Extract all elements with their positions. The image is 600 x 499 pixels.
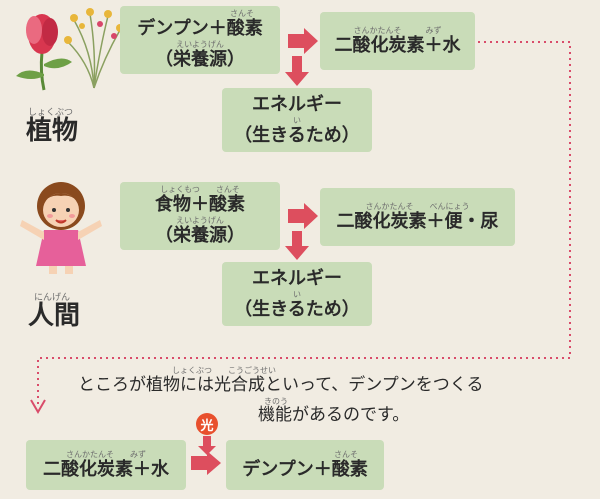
human-label: 人間 — [28, 301, 81, 331]
dotted-connector-head-icon — [30, 399, 46, 414]
plant-output-line: 二酸化炭素＋水 — [334, 34, 461, 56]
human-output-line: 二酸化炭素＋便・尿 — [336, 210, 499, 232]
human-down-arrow-icon — [285, 231, 309, 260]
plant-right-arrow-icon — [288, 28, 318, 54]
human-label-ruby: にんげん — [34, 293, 71, 303]
plant-input-line2: （栄養源） — [155, 49, 245, 70]
plant-energy-line1: エネルギー — [252, 93, 342, 115]
note-ruby2: きのう — [264, 397, 288, 406]
human-input-ruby2: えいようげん — [176, 216, 224, 225]
note-ruby1: しょくぶつ こうごうせい — [172, 366, 276, 375]
human-input-box: しょくもつ さんそ 食物＋酸素 えいようげん （栄養源） — [120, 182, 280, 250]
note-line1: ところが植物には光合成といって、デンプンをつくる — [78, 375, 484, 395]
photosynthesis-input-box: さんかたんそ みず 二酸化炭素＋水 — [26, 440, 186, 490]
note-line2: 機能があるのです。 — [258, 405, 410, 425]
plant-input-line1: デンプン＋酸素 — [137, 18, 263, 39]
plant-output-box: さんかたんそ みず 二酸化炭素＋水 — [320, 12, 475, 70]
photosynthesis-input-ruby: さんかたんそ みず — [66, 449, 146, 459]
plant-energy-line2: （生きるため） — [234, 124, 360, 146]
human-output-box: さんかたんそ べんにょう 二酸化炭素＋便・尿 — [320, 188, 515, 246]
human-energy-ruby: い — [293, 289, 301, 299]
plant-output-ruby: さんかたんそ みず — [353, 25, 442, 35]
photosynthesis-right-arrow-icon — [191, 451, 221, 475]
photosynthesis-output-line: デンプン＋酸素 — [242, 458, 368, 480]
human-energy-line2: （生きるため） — [234, 298, 360, 320]
plant-label: 植物 — [26, 116, 79, 146]
human-input-ruby1: しょくもつ さんそ — [160, 185, 240, 194]
dotted-connector — [37, 41, 571, 406]
plant-input-ruby1: さんそ — [230, 9, 254, 18]
plant-energy-ruby: い — [293, 115, 301, 125]
light-down-arrow-icon — [198, 436, 216, 455]
photosynthesis-output-ruby: さんそ — [334, 449, 358, 459]
plant-input-ruby2: えいようげん — [176, 40, 224, 49]
human-input-line1: 食物＋酸素 — [155, 194, 245, 215]
girl-icon — [20, 182, 102, 274]
human-output-ruby: さんかたんそ べんにょう — [365, 201, 470, 211]
human-right-arrow-icon — [288, 203, 318, 229]
photosynthesis-output-box: さんそ デンプン＋酸素 — [226, 440, 384, 490]
photosynthesis-input-line: 二酸化炭素＋水 — [43, 458, 169, 480]
light-badge: 光 — [196, 413, 218, 435]
plant-label-ruby: しょくぶつ — [28, 108, 74, 118]
flower-icon — [16, 8, 124, 91]
human-input-line2: （栄養源） — [155, 225, 245, 246]
plant-energy-box: エネルギー い （生きるため） — [222, 88, 372, 152]
human-energy-box: エネルギー い （生きるため） — [222, 262, 372, 326]
human-energy-line1: エネルギー — [252, 267, 342, 289]
plant-down-arrow-icon — [285, 56, 309, 86]
plant-input-box: さんそ デンプン＋酸素 えいようげん （栄養源） — [120, 6, 280, 74]
